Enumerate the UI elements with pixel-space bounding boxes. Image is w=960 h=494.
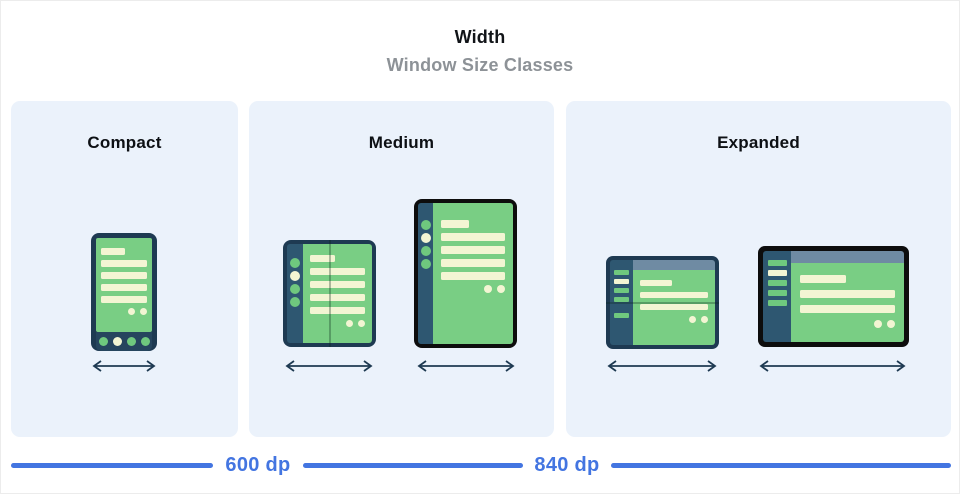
- tablet-illustration: [414, 199, 517, 348]
- panel-expanded: Expanded: [566, 101, 951, 437]
- rail-dot: [420, 233, 431, 243]
- content-line: [101, 272, 147, 279]
- axis-line-segment: [303, 463, 523, 468]
- phone-screen: [96, 238, 152, 332]
- nav-rail: [418, 203, 433, 344]
- content-line: [310, 268, 365, 275]
- axis-line-segment: [611, 463, 951, 468]
- content-line: [640, 280, 672, 286]
- content-line: [310, 255, 335, 262]
- sidebar-line: [614, 297, 629, 302]
- laptop-illustration: [758, 246, 909, 347]
- content-line: [441, 233, 505, 241]
- breakpoint-label-600dp: 600 dp: [225, 454, 291, 476]
- rail-dot: [290, 284, 300, 294]
- axis-line-segment: [11, 463, 213, 468]
- sidebar-line: [768, 260, 787, 266]
- app-top-bar: [791, 251, 904, 263]
- nav-dot: [140, 337, 150, 346]
- fold-line: [606, 301, 719, 304]
- action-dots: [640, 316, 708, 323]
- diagram-subtitle: Window Size Classes: [386, 55, 574, 75]
- action-dot: [140, 308, 147, 315]
- sidebar-line: [614, 288, 629, 293]
- nav-dot: [126, 337, 136, 346]
- action-dot: [346, 320, 353, 327]
- app-main: [791, 251, 904, 342]
- foldable-landscape-illustration: [606, 256, 719, 349]
- action-dot: [701, 316, 708, 323]
- nav-dot: [98, 337, 108, 346]
- content-line: [640, 304, 708, 310]
- phone-nav-bar: [96, 332, 152, 351]
- panel-medium-label: Medium: [368, 133, 435, 152]
- content-line: [310, 281, 365, 288]
- diagram-title: Width: [454, 27, 506, 47]
- rail-dot: [290, 297, 300, 307]
- content-line: [800, 275, 846, 283]
- sidebar-line: [768, 270, 787, 276]
- content-line: [441, 220, 469, 228]
- width-arrow-icon: [756, 359, 909, 373]
- app-main: [633, 260, 715, 345]
- panel-expanded-label: Expanded: [717, 133, 800, 152]
- content-line: [101, 296, 147, 303]
- breakpoint-label-840dp: 840 dp: [534, 454, 600, 476]
- action-dot: [128, 308, 135, 315]
- sidebar-line: [768, 280, 787, 286]
- rail-dot: [290, 258, 300, 268]
- action-dot: [484, 285, 492, 293]
- content-line: [101, 284, 147, 291]
- phone-illustration: [91, 233, 157, 351]
- content-line: [310, 307, 365, 314]
- content-line: [441, 259, 505, 267]
- sidebar-line: [614, 279, 629, 284]
- foldable-screen: [303, 244, 372, 343]
- rail-dot: [290, 271, 300, 281]
- sidebar-line: [614, 270, 629, 275]
- width-arrow-icon: [414, 359, 518, 373]
- panel-medium: Medium: [249, 101, 554, 437]
- content-line: [101, 248, 125, 255]
- fold-line: [328, 240, 331, 347]
- nav-rail: [287, 244, 303, 343]
- width-arrow-icon: [89, 359, 159, 373]
- sidebar: [610, 260, 633, 345]
- content-line: [800, 290, 895, 298]
- action-dot: [887, 320, 895, 328]
- sidebar-line: [768, 290, 787, 296]
- sidebar-line: [768, 300, 787, 306]
- content-line: [441, 246, 505, 254]
- sidebar: [763, 251, 791, 342]
- rail-dot: [420, 246, 431, 256]
- action-dots: [441, 285, 505, 293]
- content-line: [101, 260, 147, 267]
- app-content: [633, 270, 715, 345]
- app-top-bar: [633, 260, 715, 270]
- content-line: [800, 305, 895, 313]
- action-dot: [497, 285, 505, 293]
- content-line: [640, 292, 708, 298]
- rail-dot: [420, 220, 431, 230]
- nav-dot: [112, 337, 122, 346]
- panel-compact-label: Compact: [87, 133, 162, 152]
- action-dots: [800, 320, 895, 328]
- panel-compact: Compact: [11, 101, 238, 437]
- action-dots: [310, 320, 365, 327]
- sidebar-line: [614, 313, 629, 318]
- action-dot: [689, 316, 696, 323]
- tablet-screen: [433, 203, 513, 344]
- content-line: [441, 272, 505, 280]
- foldable-portrait-illustration: [283, 240, 376, 347]
- action-dot: [874, 320, 882, 328]
- action-dots: [101, 308, 147, 315]
- app-content: [791, 263, 904, 342]
- rail-dot: [420, 259, 431, 269]
- width-arrow-icon: [604, 359, 720, 373]
- width-arrow-icon: [282, 359, 376, 373]
- action-dot: [358, 320, 365, 327]
- content-line: [310, 294, 365, 301]
